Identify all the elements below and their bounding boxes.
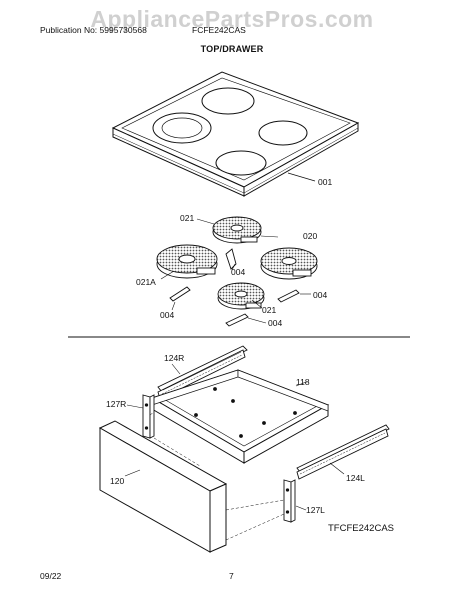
cooktop-element-back-left — [201, 87, 255, 115]
radiant-element-021A — [156, 244, 218, 279]
drawer-bracket-127L — [283, 479, 296, 523]
model-number: FCFE242CAS — [192, 25, 246, 35]
section-title: TOP/DRAWER — [200, 44, 264, 54]
label-001: 001 — [318, 177, 332, 187]
label-021A: 021A — [136, 277, 156, 287]
label-020: 020 — [303, 231, 317, 241]
drawer-slide-124L — [296, 424, 390, 480]
label-004-b: 004 — [160, 310, 174, 320]
drawer-slide-124R — [157, 345, 248, 400]
watermark: AppliancePartsPros.com — [90, 6, 374, 32]
cooktop-element-front-right — [215, 150, 267, 176]
label-127L: 127L — [306, 505, 325, 515]
cooktop-glass-top — [111, 71, 360, 197]
figure-code: TFCFE242CAS — [328, 523, 394, 534]
label-124L: 124L — [346, 473, 365, 483]
label-021-bottom: 021 — [262, 305, 276, 315]
label-004-c: 004 — [313, 290, 327, 300]
label-118: 118 — [296, 377, 310, 387]
limiter-strips — [169, 248, 300, 327]
label-120: 120 — [110, 476, 124, 486]
cooktop-element-back-right — [258, 120, 308, 146]
label-004-a: 004 — [231, 267, 245, 277]
footer-date: 09/22 — [40, 571, 62, 581]
drawer-box-118 — [150, 369, 330, 464]
radiant-element-021-top — [212, 216, 262, 244]
cooktop-element-front-left-inner — [161, 117, 203, 139]
publication-number: Publication No: 5995730568 — [40, 25, 147, 35]
label-004-d: 004 — [268, 318, 282, 328]
drawer-bracket-127R — [142, 394, 155, 439]
label-127R: 127R — [106, 399, 126, 409]
label-021-top: 021 — [180, 213, 194, 223]
radiant-element-020 — [260, 247, 318, 280]
radiant-element-021-bottom — [217, 282, 265, 310]
drawer-front-panel-120 — [98, 420, 228, 553]
page-number: 7 — [229, 571, 234, 581]
label-124R: 124R — [164, 353, 184, 363]
